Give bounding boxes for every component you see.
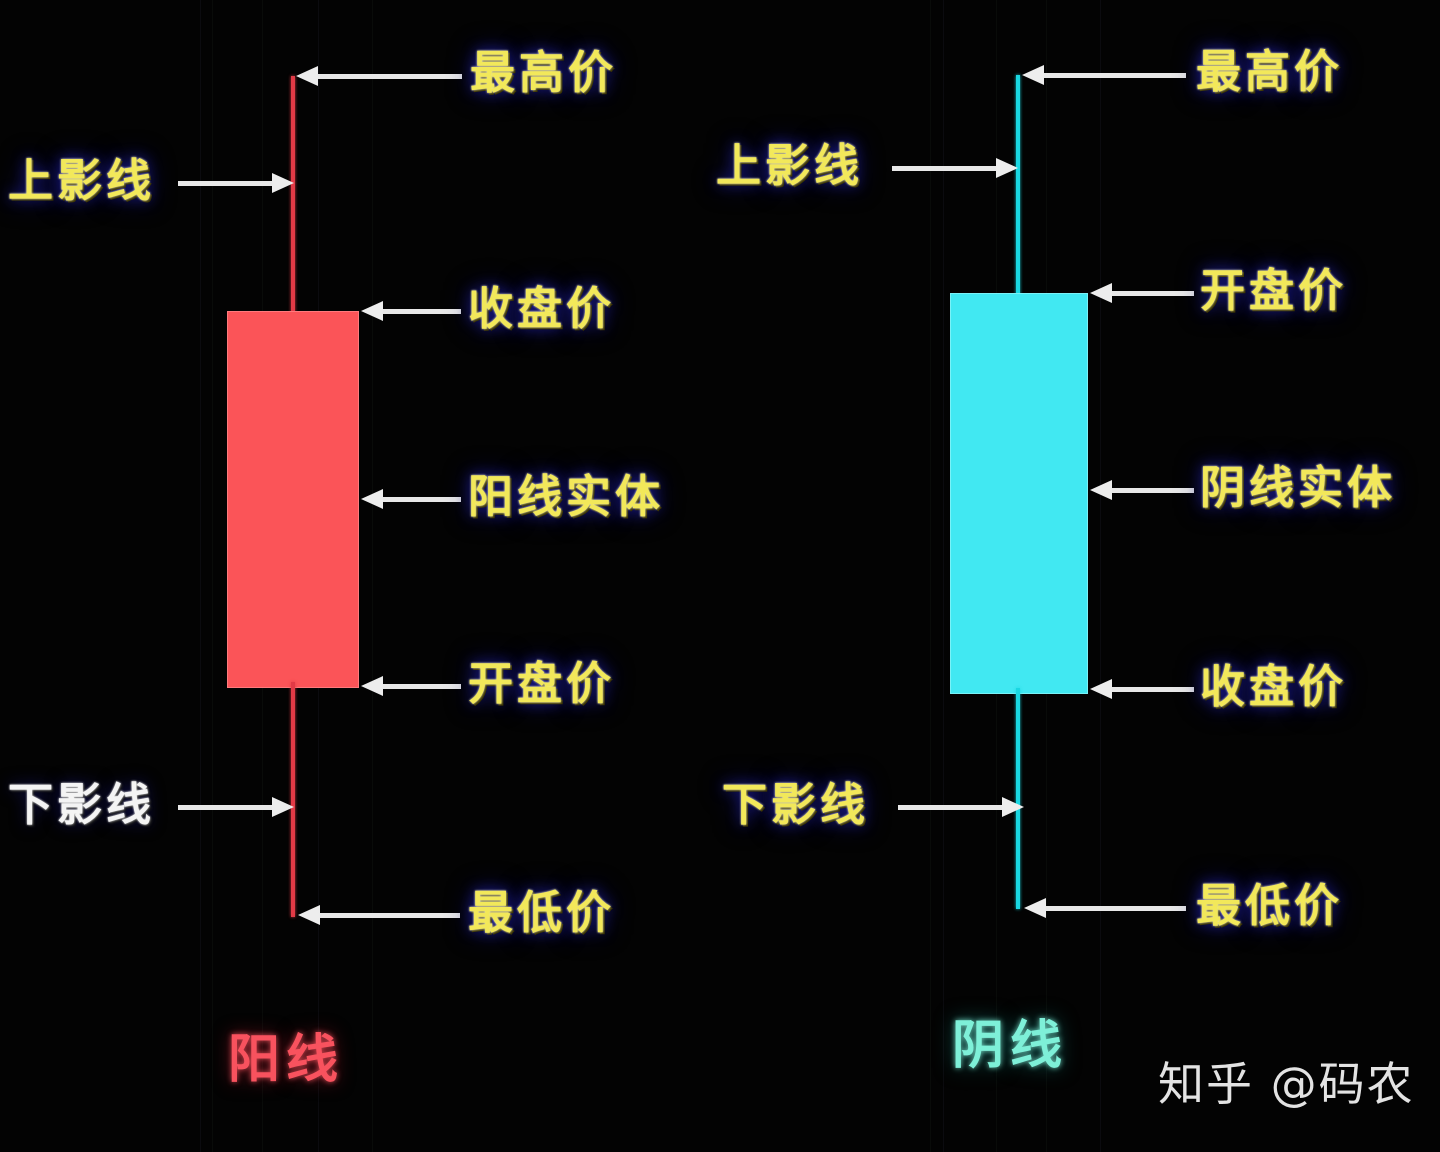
- arrow-to-bullish-open: [361, 676, 461, 696]
- bullish-candle-body: [227, 311, 359, 688]
- arrow-to-bearish-close: [1090, 679, 1194, 699]
- bearish-upper-shadow-label: 上影线: [716, 139, 864, 192]
- bullish-body-label: 阳线实体: [468, 470, 665, 523]
- grid-stripe: [212, 0, 213, 1152]
- bullish-lower-shadow-label: 下影线: [8, 778, 156, 831]
- bullish-upper-shadow: [291, 76, 295, 316]
- bearish-upper-shadow: [1016, 75, 1020, 297]
- arrow-to-bearish-lower-shadow: [898, 797, 1024, 817]
- grid-stripe: [930, 0, 931, 1152]
- watermark: 知乎 @码农: [1158, 1057, 1415, 1111]
- bearish-open-label: 开盘价: [1200, 264, 1348, 317]
- arrow-to-bearish-high: [1022, 65, 1186, 85]
- bullish-open-label: 开盘价: [468, 657, 616, 710]
- grid-stripe: [200, 0, 201, 1152]
- bearish-body-label: 阴线实体: [1200, 461, 1397, 514]
- bearish-low-label: 最低价: [1196, 879, 1344, 932]
- bullish-close-label: 收盘价: [468, 282, 616, 335]
- grid-stripe: [943, 0, 944, 1152]
- arrow-to-bearish-low: [1024, 898, 1186, 918]
- arrow-to-bearish-body: [1090, 480, 1194, 500]
- grid-stripe: [372, 0, 373, 1152]
- bullish-upper-shadow-label: 上影线: [8, 154, 156, 207]
- bearish-candle-body: [950, 293, 1088, 694]
- bullish-caption: 阳线: [228, 1030, 345, 1090]
- arrow-to-bullish-lower-shadow: [178, 797, 294, 817]
- bearish-high-label: 最高价: [1196, 45, 1344, 98]
- arrow-to-bullish-close: [361, 301, 461, 321]
- bearish-close-label: 收盘价: [1200, 660, 1348, 713]
- arrow-to-bullish-upper-shadow: [178, 173, 294, 193]
- bearish-lower-shadow-label: 下影线: [722, 778, 870, 831]
- arrow-to-bullish-low: [298, 905, 460, 925]
- grid-stripe: [1100, 0, 1101, 1152]
- arrow-to-bullish-body: [361, 489, 461, 509]
- bullish-high-label: 最高价: [470, 46, 618, 99]
- arrow-to-bearish-open: [1090, 283, 1194, 303]
- arrow-to-bearish-upper-shadow: [892, 158, 1018, 178]
- bullish-low-label: 最低价: [468, 886, 616, 939]
- arrow-to-bullish-high: [296, 66, 462, 86]
- bearish-caption: 阴线: [952, 1016, 1069, 1076]
